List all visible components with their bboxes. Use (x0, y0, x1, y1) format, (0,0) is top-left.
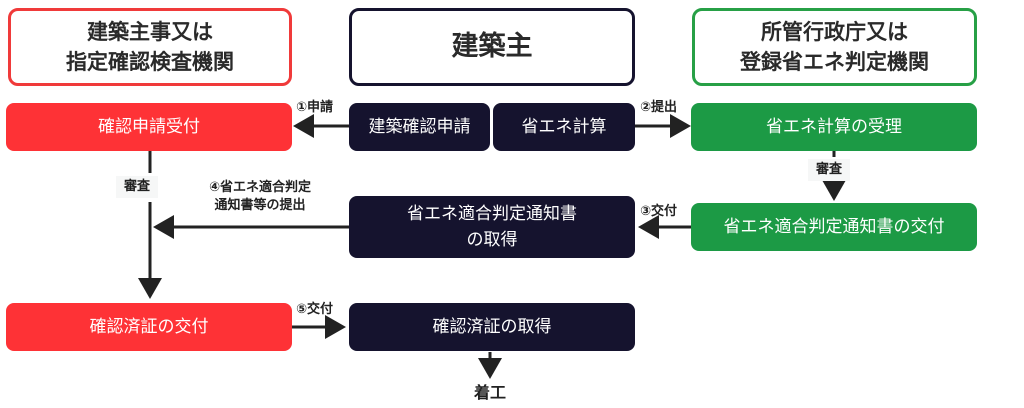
label-construction-start: 着工 (474, 383, 507, 402)
label-step5: ⑤交付 (296, 302, 334, 317)
label-step2: ②提出 (640, 100, 678, 115)
box-building-application: 建築確認申請 (349, 103, 490, 151)
box-confirm-receipt: 確認申請受付 (6, 103, 292, 151)
label-review-right: 審査 (808, 159, 851, 181)
header-owner: 建築主 (349, 8, 635, 86)
label-step4: ④省エネ適合判定 通知書等の提出 (208, 180, 311, 213)
box-energy-calc: 省エネ計算 (493, 103, 635, 151)
label-step3: ③交付 (640, 204, 678, 219)
box-cert-issue: 確認済証の交付 (6, 303, 292, 351)
box-notice-issue: 省エネ適合判定通知書の交付 (691, 203, 977, 251)
box-energy-calc-accept: 省エネ計算の受理 (691, 103, 977, 151)
label-step1: ①申請 (296, 100, 334, 115)
header-building-official: 建築主事又は 指定確認検査機関 (8, 8, 292, 86)
header-energy-agency: 所管行政庁又は 登録省エネ判定機関 (692, 8, 977, 86)
box-cert-obtain: 確認済証の取得 (349, 303, 635, 351)
label-review-left: 審査 (116, 176, 159, 198)
box-notice-obtain: 省エネ適合判定通知書 の取得 (349, 196, 635, 258)
